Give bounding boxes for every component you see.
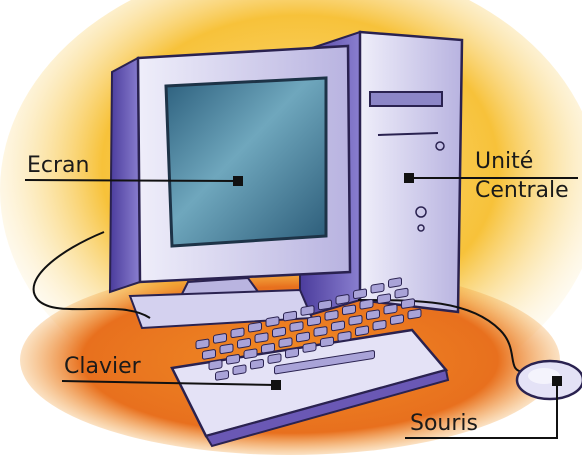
keyboard-key <box>395 288 408 298</box>
keyboard-key <box>231 328 244 338</box>
keyboard-key <box>203 349 216 359</box>
keyboard-key <box>303 342 316 352</box>
keyboard-key <box>360 299 373 309</box>
keyboard-key <box>338 331 351 341</box>
keyboard-key <box>249 322 262 332</box>
keyboard-key <box>408 309 421 319</box>
mouse <box>517 361 582 399</box>
keyboard-key <box>255 333 268 343</box>
keyboard-key <box>262 343 275 353</box>
keyboard-key <box>314 326 327 336</box>
label-clavier: Clavier <box>64 356 141 378</box>
leader-ecran <box>25 180 238 181</box>
keyboard-key <box>321 337 334 347</box>
keyboard-key <box>391 315 404 325</box>
marker-ecran <box>233 176 243 186</box>
marker-clavier <box>271 380 281 390</box>
marker-souris <box>552 376 562 386</box>
marker-unite <box>404 173 414 183</box>
keyboard-key <box>373 320 386 330</box>
keyboard-key <box>227 354 240 364</box>
keyboard-key <box>214 333 227 343</box>
keyboard-key <box>196 339 209 349</box>
keyboard-key <box>308 316 321 326</box>
label-centrale: Centrale <box>475 180 569 202</box>
keyboard-key <box>384 304 397 314</box>
keyboard-key <box>220 344 233 354</box>
keyboard-key <box>286 348 299 358</box>
keyboard-key <box>216 370 229 380</box>
keyboard-key <box>349 315 362 325</box>
keyboard-key <box>367 310 380 320</box>
keyboard-key <box>354 289 367 299</box>
keyboard-key <box>402 299 415 309</box>
keyboard-key <box>244 349 257 359</box>
keyboard-key <box>238 338 251 348</box>
keyboard-key <box>301 305 314 315</box>
keyboard-key <box>290 322 303 332</box>
keyboard-key <box>332 321 345 331</box>
keyboard-key <box>233 365 246 375</box>
keyboard-key <box>209 360 222 370</box>
keyboard-key <box>266 317 279 327</box>
keyboard-key <box>371 283 384 293</box>
keyboard-key <box>251 359 264 369</box>
keyboard-key <box>284 311 297 321</box>
keyboard-key <box>297 332 310 342</box>
label-unite: Unité <box>475 151 533 173</box>
keyboard-key <box>378 294 391 304</box>
label-souris: Souris <box>410 413 478 435</box>
keyboard-key <box>356 326 369 336</box>
keyboard-key <box>336 294 349 304</box>
keyboard-key <box>325 310 338 320</box>
keyboard-key <box>273 327 286 337</box>
keyboard-key <box>279 338 292 348</box>
keyboard-key <box>389 278 402 288</box>
keyboard-key <box>343 305 356 315</box>
monitor-screen <box>166 78 326 246</box>
keyboard-key <box>319 300 332 310</box>
keyboard-key <box>268 354 281 364</box>
label-ecran: Ecran <box>27 155 89 177</box>
